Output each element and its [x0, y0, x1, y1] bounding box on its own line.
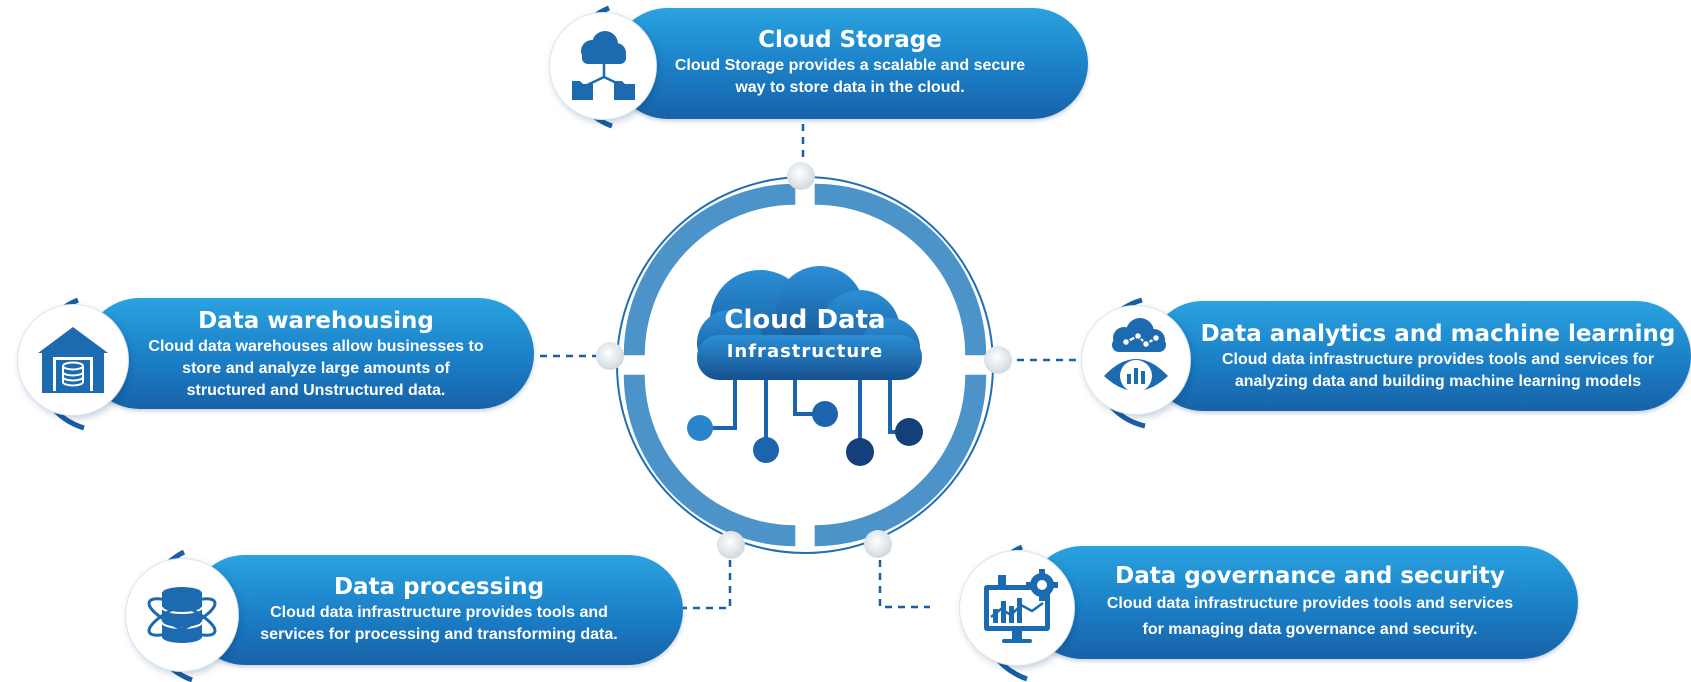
node-pill-data-governance — [1026, 546, 1578, 659]
badge-data-analytics — [1082, 306, 1190, 414]
connector-bottom-left — [683, 560, 732, 610]
junction-dot-bottom-left — [717, 531, 745, 559]
junction-dot-top — [787, 162, 815, 190]
node-title: Data warehousing — [198, 307, 434, 334]
node-pill-data-analytics — [1148, 301, 1691, 411]
node-pill-data-processing — [190, 555, 683, 665]
junction-dot-bottom-right — [864, 530, 892, 558]
junction-dot-right — [984, 346, 1012, 374]
node-description: Cloud data infrastructure provides tools… — [260, 603, 618, 643]
node-title: Data processing — [333, 573, 545, 600]
database-orbit-icon — [147, 587, 217, 643]
junction-dot-left — [596, 342, 624, 370]
badge-data-governance — [960, 551, 1074, 665]
badge-cloud-storage — [550, 13, 656, 119]
center-subtitle: Infrastructure — [726, 341, 884, 362]
center-title: Cloud Data — [724, 305, 886, 335]
node-data-warehousing: Data warehousing Cloud data warehouses a… — [136, 300, 496, 408]
badge-data-processing — [126, 559, 238, 671]
junction-dots — [596, 162, 1012, 559]
monitor-gear-chart-icon — [984, 569, 1058, 643]
node-pill-cloud-storage — [612, 8, 1088, 119]
warehouse-database-icon — [38, 327, 108, 393]
segmented-ring — [623, 183, 987, 547]
badge-data-warehousing — [18, 305, 128, 415]
node-data-analytics: Data analytics and machine learning Clou… — [1198, 312, 1678, 400]
node-title: Data governance and security — [1115, 562, 1505, 589]
node-title: Cloud Storage — [758, 26, 942, 53]
central-cloud-icon — [687, 266, 923, 466]
node-cloud-storage: Cloud Storage Cloud Storage provides a s… — [665, 18, 1035, 106]
node-pill-data-warehousing — [84, 298, 534, 409]
node-title: Data analytics and machine learning — [1200, 320, 1676, 347]
node-description: Cloud Storage provides a scalable and se… — [674, 56, 1026, 96]
cloud-folder-network-icon — [572, 31, 635, 100]
node-data-governance: Data governance and security Cloud data … — [1090, 557, 1530, 647]
connector-bottom-right — [878, 560, 930, 609]
node-description: Cloud data infrastructure provides tools… — [1106, 594, 1514, 638]
cloud-eye-analytics-icon — [1104, 318, 1168, 392]
node-data-processing: Data processing Cloud data infrastructur… — [245, 565, 633, 653]
node-description: Cloud data infrastructure provides tools… — [1221, 350, 1655, 390]
node-description: Cloud data warehouses allow businesses t… — [148, 337, 484, 399]
